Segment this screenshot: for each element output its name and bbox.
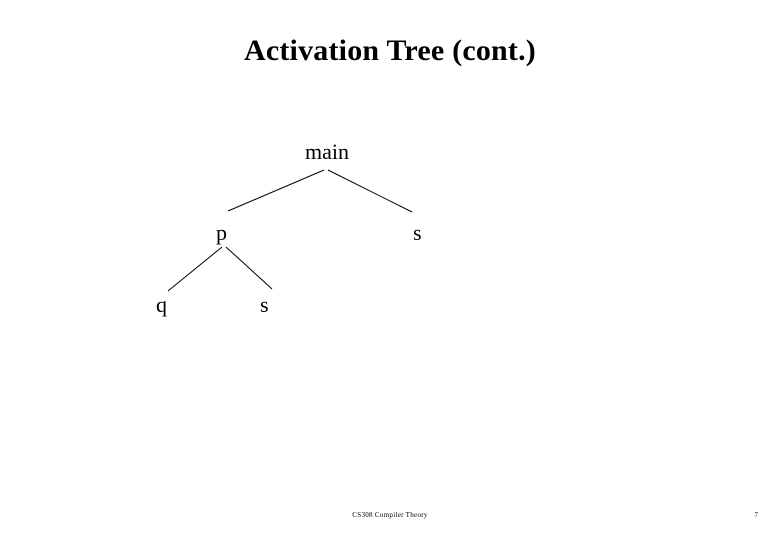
tree-node-p: p [216,220,227,245]
tree-node-main: main [305,139,349,164]
page-title: Activation Tree (cont.) [243,34,537,67]
edge-p-to-s [225,246,273,290]
slide-footer: CS308 Compiler Theory [352,511,428,519]
tree-node-q: q [156,292,167,317]
edge-main-to-p [227,169,325,212]
edge-p-to-q [167,246,223,292]
tree-node-s-under-p: s [260,292,269,317]
edge-main-to-s [327,169,413,213]
tree-node-s-right: s [413,220,422,245]
page-number: 7 [754,511,759,519]
